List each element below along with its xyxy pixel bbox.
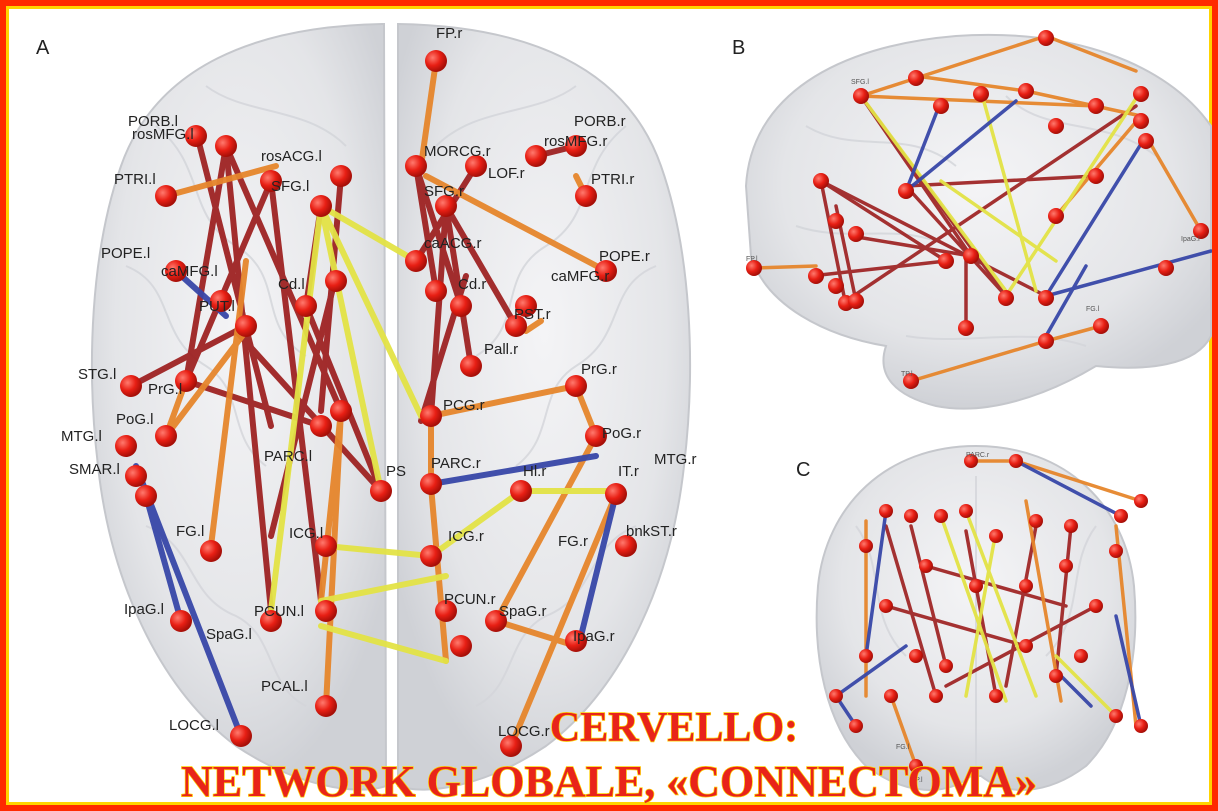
region-label-sfg-l: SFG.l	[271, 178, 309, 195]
region-label-parc-r: PARC.r	[966, 452, 990, 459]
region-label-hl-r: Hl.r	[523, 463, 546, 480]
region-label-pall-r: Pall.r	[484, 341, 518, 358]
region-label-it-r: IT.r	[618, 463, 639, 480]
region-label-bnkst-r: bnkST.r	[626, 523, 677, 540]
region-label-ipag-l: IpaG.l	[124, 601, 164, 618]
region-label-cacg-r: caACG.r	[424, 235, 482, 252]
region-label-camfg-l: caMFG.l	[161, 263, 218, 280]
region-label-locg-l: LOCG.l	[169, 717, 219, 734]
region-label-fg-l: FG.l	[896, 744, 910, 751]
region-label-porb-r: PORB.r	[574, 113, 626, 130]
region-label-ipag-l: IpaG.l	[1181, 236, 1200, 243]
region-label-icg-l: ICG.l	[289, 525, 323, 542]
region-label-pog-l: PoG.l	[116, 411, 154, 428]
region-label-parc-l: PARC.l	[264, 448, 312, 465]
region-label-cd-l: Cd.l	[278, 276, 305, 293]
region-label-parc-r: PARC.r	[431, 455, 481, 472]
region-label-pog-r: PoG.r	[602, 425, 641, 442]
panel-label-b: B	[732, 37, 745, 59]
region-label-morcg-r: MORCG.r	[424, 143, 491, 160]
region-label-rosmfg-l: rosMFG.l	[132, 126, 194, 143]
region-label-spag-l: SpaG.l	[206, 626, 252, 643]
region-label-ptri-l: PTRI.l	[114, 171, 156, 188]
region-label-pcun-r: PCUN.r	[444, 591, 496, 608]
region-label-spag-r: SpaG.r	[499, 603, 547, 620]
region-label-fg-l: FG.l	[176, 523, 204, 540]
region-label-pcg-r: PCG.r	[443, 397, 485, 414]
region-label-cd-r: Cd.r	[458, 276, 486, 293]
title-line-2: NETWORK GLOBALE, «CONNECTOMA»	[181, 757, 1037, 805]
connectome-figure: A B C FP.rPORB.lrosMFG.lPORB.rrosMFG.rro…	[6, 6, 1212, 805]
region-label-locg-r: LOCG.r	[498, 723, 550, 740]
region-label-sfg-r: SFG.r	[424, 183, 464, 200]
region-label-prg-r: PrG.r	[581, 361, 617, 378]
region-label-pcal-l: PCAL.l	[261, 678, 308, 695]
region-label-fp-r: FP.r	[436, 25, 462, 42]
region-label-rosacg-l: rosACG.l	[261, 148, 322, 165]
region-label-camfg-r: caMFG.r	[551, 268, 609, 285]
region-label-mtg-l: MTG.l	[61, 428, 102, 445]
region-label-pope-r: POPE.r	[599, 248, 650, 265]
region-label-ipag-r: IpaG.r	[573, 628, 615, 645]
region-label-tp-l: TP.l	[901, 371, 913, 378]
region-label-mtg-r: MTG.r	[654, 451, 697, 468]
region-label-ptri-r: PTRI.r	[591, 171, 634, 188]
region-label-fg-r: FG.r	[558, 533, 588, 550]
region-label-ps: PS	[386, 463, 406, 480]
region-label-pope-l: POPE.l	[101, 245, 150, 262]
region-label-pst-r: PST.r	[514, 306, 551, 323]
title-line-1: CERVELLO:	[550, 705, 798, 751]
region-label-sfg-l: SFG.l	[851, 79, 869, 86]
region-label-icg-r: ICG.r	[448, 528, 484, 545]
panel-label-c: C	[796, 459, 810, 481]
region-label-fg-l: FG.l	[1086, 306, 1100, 313]
region-label-put-l: PUT.l	[199, 298, 235, 315]
region-label-fp-l: FP.l	[746, 256, 758, 263]
region-label-pcun-l: PCUN.l	[254, 603, 304, 620]
region-label-prg-l: PrG.l	[148, 381, 182, 398]
region-label-stg-l: STG.l	[78, 366, 116, 383]
region-label-rosmfg-r: rosMFG.r	[544, 133, 607, 150]
region-label-smar-l: SMAR.l	[69, 461, 120, 478]
panel-label-a: A	[36, 37, 50, 59]
region-label-lof-r: LOF.r	[488, 165, 525, 182]
